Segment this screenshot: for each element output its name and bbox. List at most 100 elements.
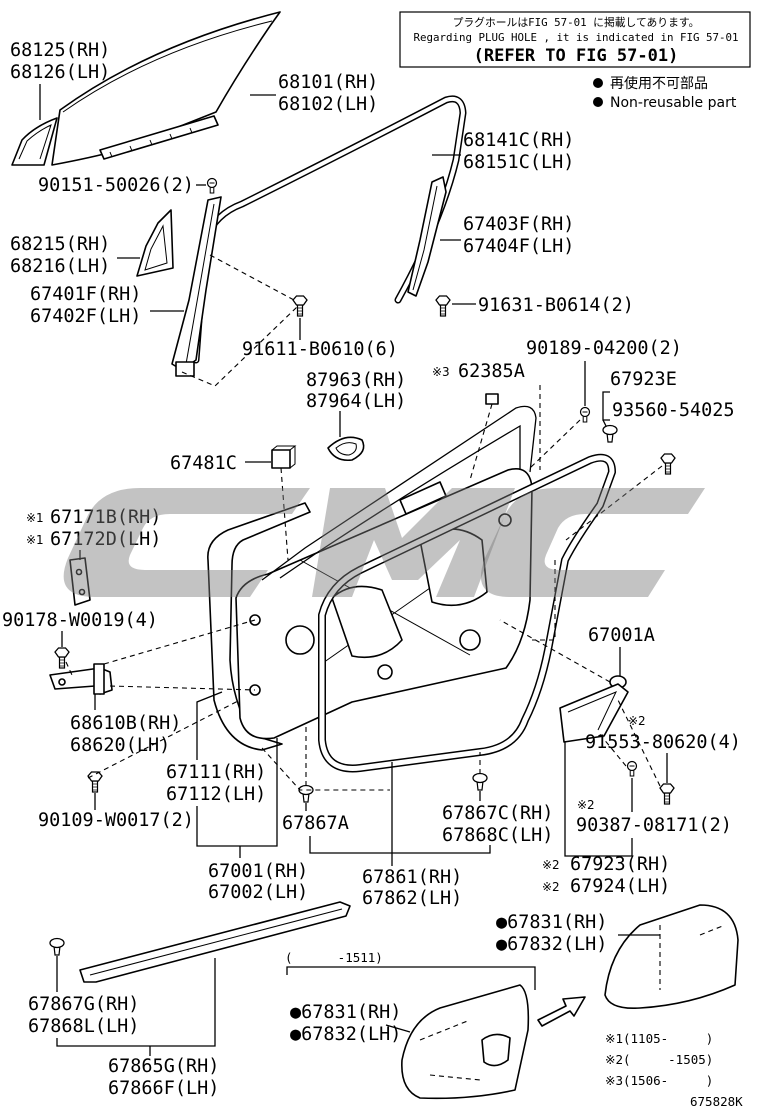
bracket-67865G bbox=[56, 958, 216, 1047]
front-glass-edge bbox=[144, 224, 168, 271]
label-67002: 67002(LH) bbox=[208, 882, 308, 903]
watermark-logo bbox=[63, 488, 705, 597]
door-sash-outer bbox=[261, 405, 537, 581]
glass-channel-ribs bbox=[109, 127, 193, 158]
service-hole-cover-center-cutout bbox=[481, 1033, 511, 1067]
label-67404F: 67404F(LH) bbox=[463, 236, 574, 257]
glass-channel bbox=[99, 115, 219, 160]
weatherstrip-inner bbox=[319, 455, 615, 771]
mark-67171B: ※1 bbox=[26, 511, 44, 525]
dash-91553 bbox=[617, 699, 661, 787]
mark-62385A: ※3 bbox=[432, 365, 450, 379]
label-67481C: 67481C bbox=[170, 453, 237, 474]
dash-90109 bbox=[87, 699, 241, 779]
front-lower-channel-edge bbox=[185, 203, 215, 365]
legend-bullet-jp bbox=[593, 78, 603, 88]
label-67866F: 67866F(LH) bbox=[108, 1078, 219, 1099]
door-hole-small-3 bbox=[498, 513, 512, 527]
door-hole-front bbox=[331, 585, 403, 659]
label-68620: 68620(LH) bbox=[70, 735, 170, 756]
mark-67923: ※2 bbox=[542, 858, 560, 872]
label-68141C: 68141C(RH) bbox=[463, 130, 574, 151]
door-hinge-leaf bbox=[93, 663, 105, 695]
label-93560: 93560-54025 bbox=[612, 400, 735, 421]
watermark-shape-1 bbox=[63, 488, 311, 597]
assembly-lines bbox=[65, 254, 663, 791]
label-67001A: 67001A bbox=[588, 625, 655, 646]
label-68101: 68101(RH) bbox=[278, 72, 378, 93]
label-62385A: 62385A bbox=[458, 361, 525, 382]
label-68215: 68215(RH) bbox=[10, 234, 110, 255]
range-bracket bbox=[286, 966, 536, 990]
rear-run-channel-edge bbox=[412, 185, 438, 291]
dash-62385A bbox=[469, 403, 493, 481]
trim-67923 bbox=[559, 683, 629, 743]
label-67831-right: ●67831(RH) bbox=[496, 912, 607, 933]
label-67867G: 67867G(RH) bbox=[28, 994, 139, 1015]
label-67867A: 67867A bbox=[282, 813, 349, 834]
label-67862: 67862(LH) bbox=[362, 888, 462, 909]
footnote-1: ※1(1105- ) bbox=[605, 1031, 713, 1046]
bracket-67861 bbox=[309, 836, 491, 854]
leader-67923E bbox=[602, 391, 610, 421]
label-67861: 67861(RH) bbox=[362, 867, 462, 888]
legend-en: Non-reusable part bbox=[610, 95, 737, 111]
label-68216: 68216(LH) bbox=[10, 256, 110, 277]
footnote-2: ※2( -1505) bbox=[605, 1052, 713, 1067]
label-67831-center: ●67831(RH) bbox=[290, 1002, 401, 1023]
quarter-glass-edge bbox=[18, 124, 52, 160]
dash-67923E bbox=[565, 465, 663, 541]
label-67403F: 67403F(RH) bbox=[463, 214, 574, 235]
figure-code: 675828K bbox=[690, 1094, 743, 1109]
label-90189: 90189-04200(2) bbox=[526, 338, 682, 359]
label-67401F: 67401F(RH) bbox=[30, 284, 141, 305]
dash-outer-skin bbox=[261, 747, 390, 791]
service-hole-cover-right bbox=[604, 904, 739, 1010]
leader-67111-upper bbox=[196, 691, 223, 760]
label-67923: 67923(RH) bbox=[570, 854, 670, 875]
front-channel-bracket bbox=[175, 361, 195, 377]
door-outer-panel bbox=[207, 502, 311, 751]
watermark-shape-2 bbox=[312, 488, 515, 597]
label-67865G: 67865G(RH) bbox=[108, 1056, 219, 1077]
door-speaker-hole bbox=[285, 625, 315, 655]
label-90151: 90151-50026(2) bbox=[38, 175, 194, 196]
door-sash-inner bbox=[279, 424, 521, 579]
door-hole-small-2 bbox=[377, 664, 393, 680]
dash-90189 bbox=[527, 419, 581, 471]
label-67832-center: ●67832(LH) bbox=[290, 1024, 401, 1045]
label-67172D: 67172D(LH) bbox=[50, 529, 161, 550]
dash-67481C bbox=[280, 467, 289, 561]
front-glass bbox=[136, 209, 174, 277]
label-87964: 87964(LH) bbox=[306, 391, 406, 412]
label-68102: 68102(LH) bbox=[278, 94, 378, 115]
leader-93560 bbox=[602, 419, 607, 427]
service-hole-cover-center bbox=[401, 984, 530, 1100]
label-67171B: 67171B(RH) bbox=[50, 507, 161, 528]
label-90109: 90109-W0017(2) bbox=[38, 810, 194, 831]
label-91631: 91631-B0614(2) bbox=[478, 295, 634, 316]
label-87963: 87963(RH) bbox=[306, 370, 406, 391]
plug-62385A bbox=[485, 393, 499, 405]
label-67923E: 67923E bbox=[610, 369, 677, 390]
seal-67481C-edge bbox=[271, 445, 297, 469]
mark-67172D: ※1 bbox=[26, 533, 44, 547]
label-68610B: 68610B(RH) bbox=[70, 713, 181, 734]
mark-67924: ※2 bbox=[542, 880, 560, 894]
seal-67481C bbox=[271, 449, 291, 469]
dash-front-channel-2 bbox=[209, 254, 295, 301]
label-67868L: 67868L(LH) bbox=[28, 1016, 139, 1037]
label-67867C: 67867C(RH) bbox=[442, 803, 553, 824]
label-67832-right: ●67832(LH) bbox=[496, 934, 607, 955]
label-68125: 68125(RH) bbox=[10, 40, 110, 61]
label-67402F: 67402F(LH) bbox=[30, 306, 141, 327]
service-hole-cover-right-lines bbox=[659, 924, 726, 990]
bracket-67923 bbox=[564, 742, 633, 857]
label-67111: 67111(RH) bbox=[166, 762, 266, 783]
label-67924: 67924(LH) bbox=[570, 876, 670, 897]
plate-hole-upper bbox=[75, 568, 83, 576]
leader-lines bbox=[39, 84, 668, 1056]
plate-hole-lower bbox=[78, 588, 86, 596]
arrow-icon bbox=[537, 996, 586, 1027]
